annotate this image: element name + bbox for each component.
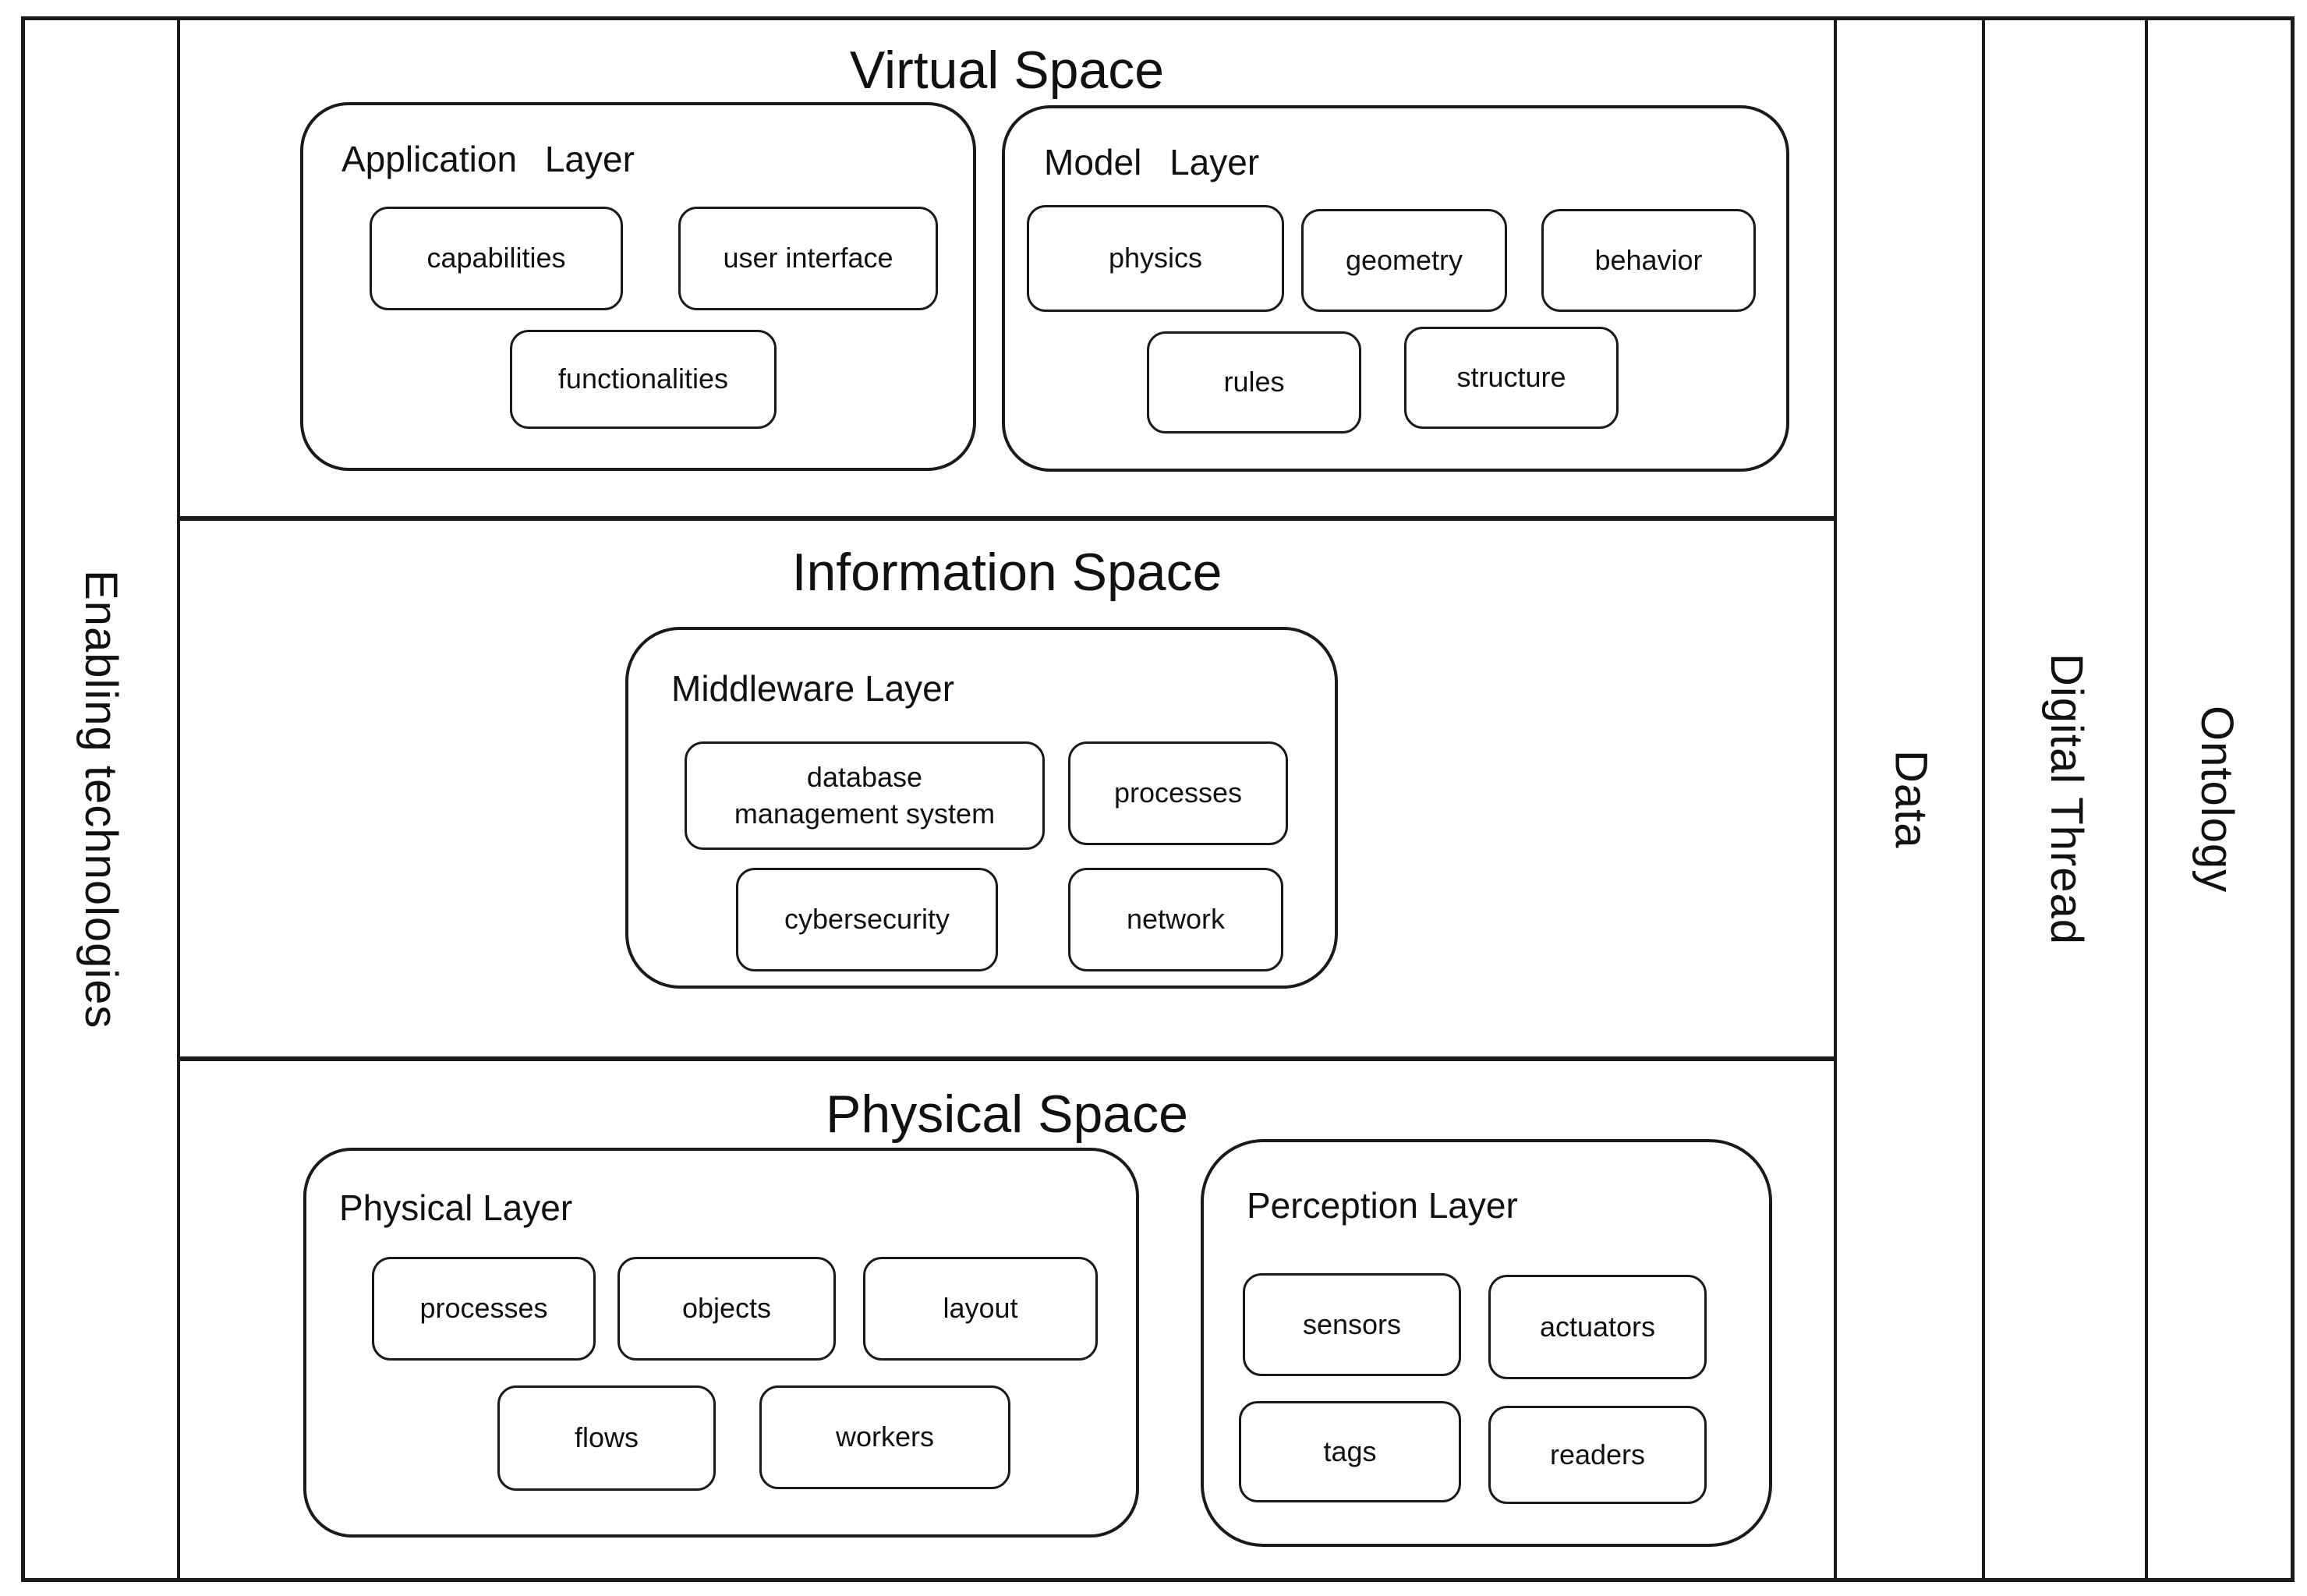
virtual-space-title: Virtual Space — [849, 41, 1165, 100]
node-processes-physical: processes — [372, 1257, 596, 1361]
column-digital-thread: Digital Thread — [1982, 20, 2148, 1578]
node-sensors: sensors — [1243, 1273, 1461, 1376]
application-layer-title: Application Layer — [341, 139, 635, 179]
enabling-technologies-label: Enabling technologies — [76, 569, 126, 1029]
node-processes-middleware: processes — [1068, 741, 1288, 845]
node-functionalities: functionalities — [510, 330, 777, 429]
main-area: Virtual Space Application Layer capabili… — [180, 20, 1834, 1578]
information-space-title: Information Space — [791, 543, 1222, 602]
node-behavior: behavior — [1541, 209, 1756, 312]
digital-thread-label: Digital Thread — [2041, 653, 2092, 945]
section-virtual-space: Virtual Space Application Layer capabili… — [180, 20, 1834, 521]
model-layer-title: Model Layer — [1044, 142, 1260, 182]
ontology-label: Ontology — [2192, 705, 2242, 894]
node-physics: physics — [1027, 205, 1284, 312]
model-layer-box: Model Layer physics geometry behavior ru… — [1002, 105, 1789, 472]
node-flows: flows — [497, 1385, 716, 1491]
perception-layer-title: Perception Layer — [1247, 1185, 1518, 1226]
node-layout: layout — [863, 1257, 1098, 1361]
section-information-space: Information Space Middleware Layer datab… — [180, 521, 1834, 1061]
node-network: network — [1068, 868, 1283, 971]
node-structure: structure — [1404, 327, 1619, 429]
column-ontology: Ontology — [2145, 20, 2286, 1578]
node-actuators: actuators — [1488, 1275, 1707, 1379]
node-geometry: geometry — [1301, 209, 1507, 312]
column-data: Data — [1834, 20, 1985, 1578]
physical-layer-box: Physical Layer processes objects layout … — [303, 1148, 1139, 1538]
data-label: Data — [1885, 749, 1937, 849]
node-database-management-system: database management system — [685, 741, 1045, 850]
node-cybersecurity: cybersecurity — [736, 868, 998, 971]
node-workers: workers — [759, 1385, 1010, 1489]
middleware-layer-box: Middleware Layer database management sys… — [625, 627, 1338, 989]
perception-layer-box: Perception Layer sensors actuators tags … — [1201, 1139, 1772, 1547]
node-user-interface: user interface — [678, 207, 938, 310]
middleware-layer-title: Middleware Layer — [671, 668, 955, 709]
diagram-frame: Enabling technologies Virtual Space Appl… — [21, 16, 2295, 1582]
physical-layer-title: Physical Layer — [339, 1187, 573, 1228]
node-capabilities: capabilities — [370, 207, 623, 310]
physical-space-title: Physical Space — [826, 1085, 1188, 1144]
node-readers: readers — [1488, 1406, 1707, 1504]
column-enabling-technologies: Enabling technologies — [25, 20, 180, 1578]
application-layer-box: Application Layer capabilities user inte… — [300, 102, 976, 471]
node-rules: rules — [1147, 331, 1361, 434]
section-physical-space: Physical Space Physical Layer processes … — [180, 1061, 1834, 1570]
node-tags: tags — [1239, 1401, 1461, 1502]
node-objects: objects — [617, 1257, 836, 1361]
